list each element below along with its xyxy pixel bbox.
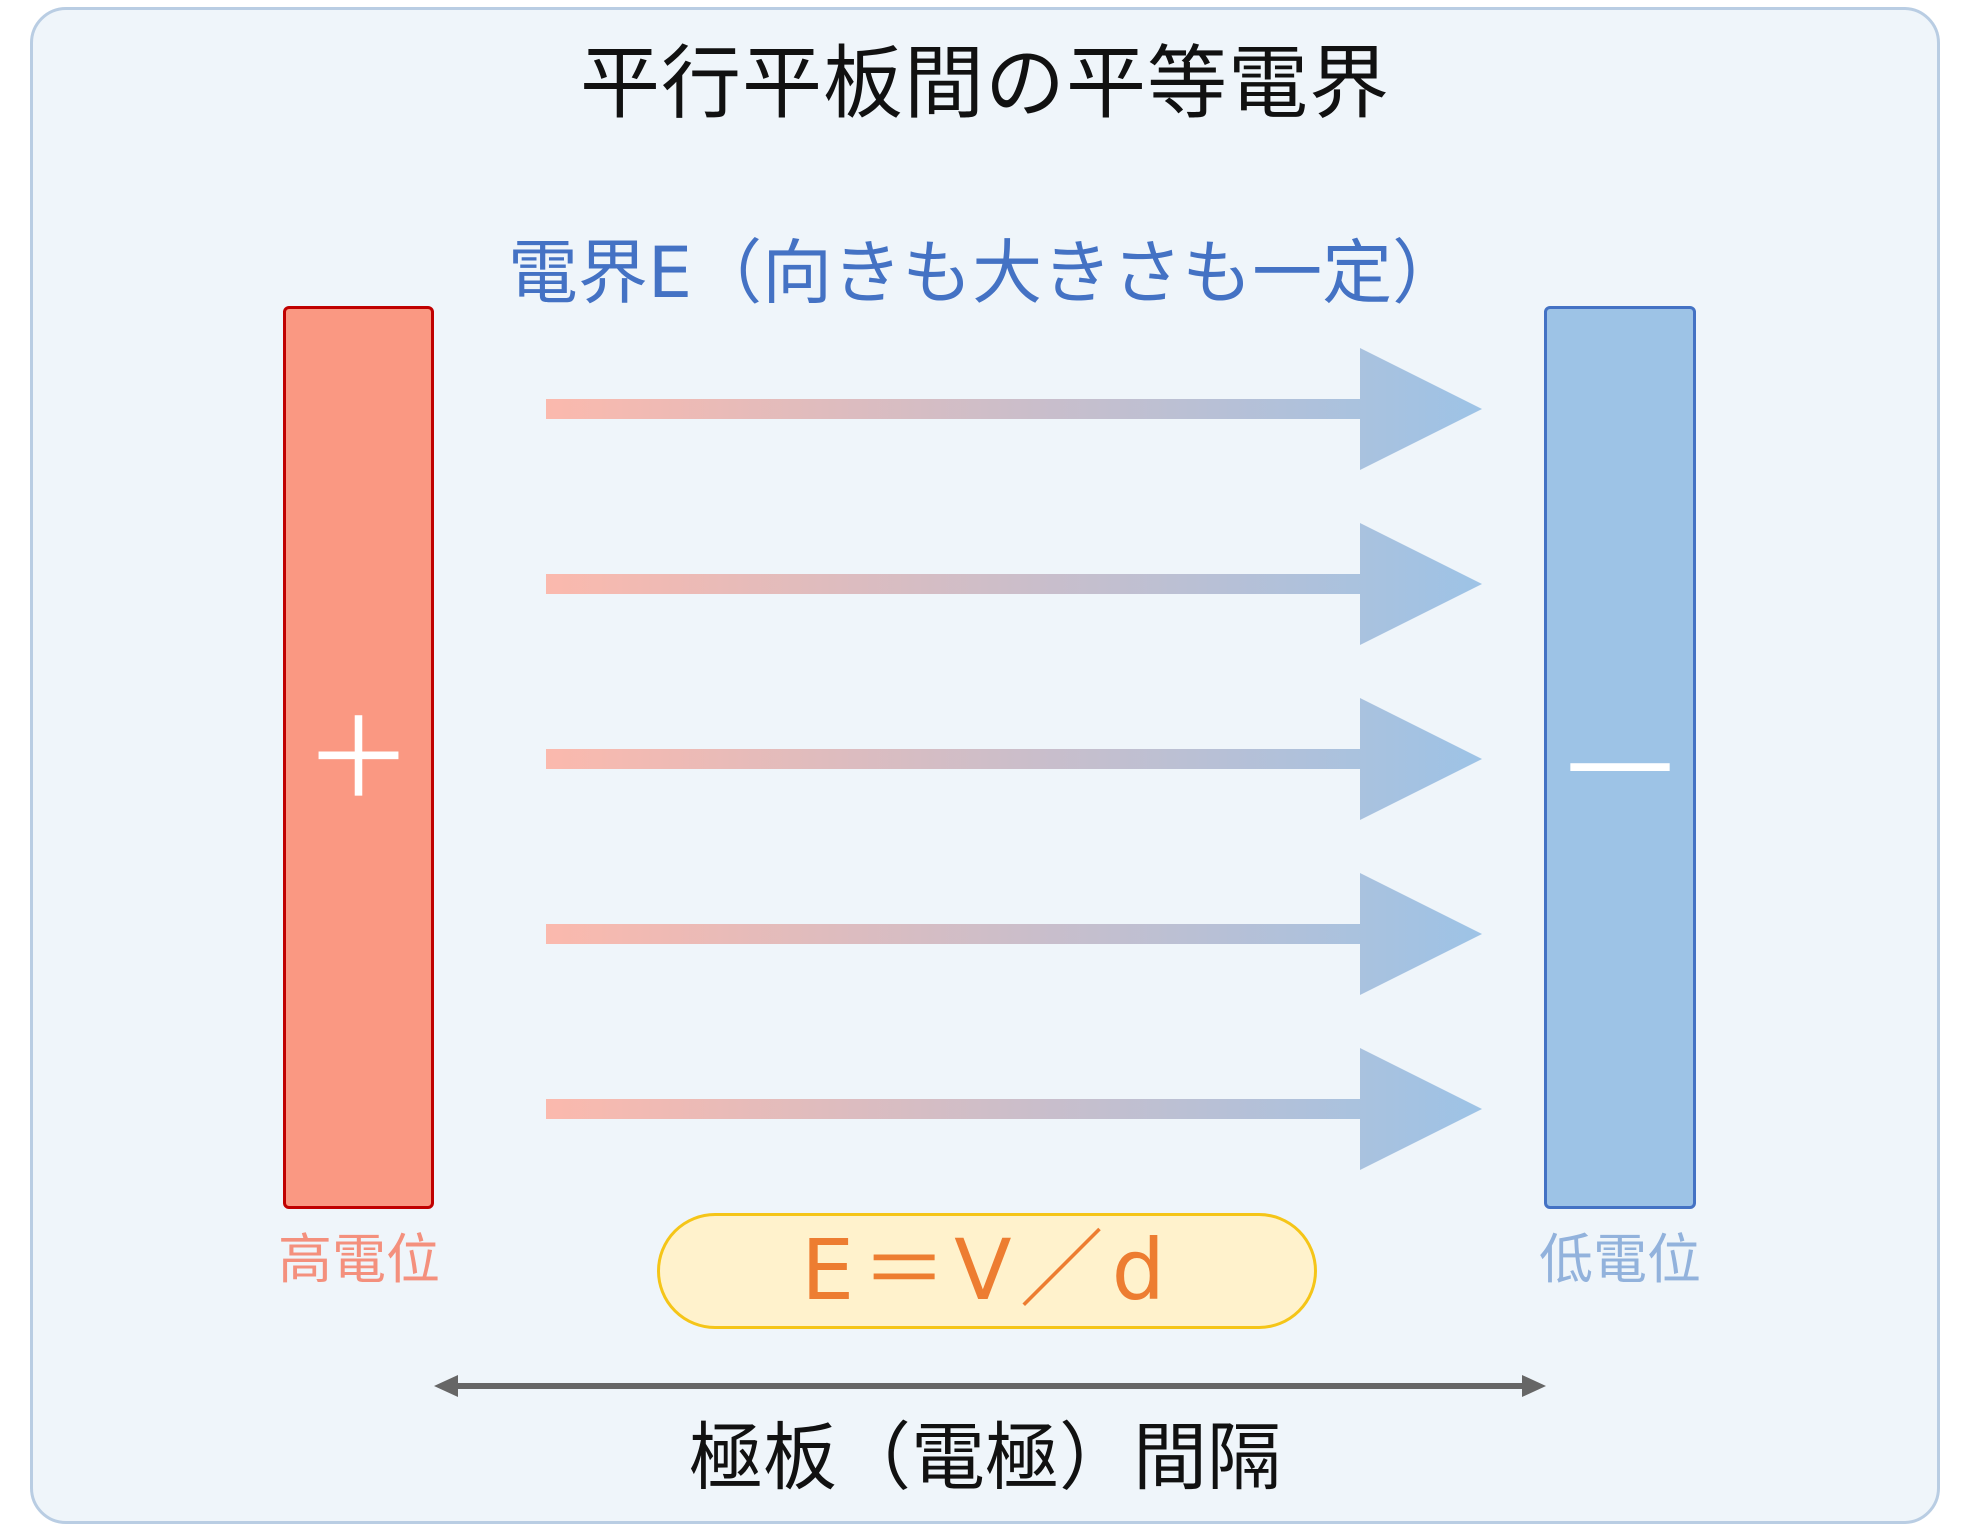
positive-plate: ＋ bbox=[283, 306, 434, 1209]
field-arrow-5 bbox=[546, 1048, 1482, 1170]
field-arrow-2 bbox=[546, 523, 1482, 645]
negative-plate: — bbox=[1544, 306, 1696, 1209]
formula-box: E＝V／d bbox=[657, 1213, 1317, 1329]
diagram-title: 平行平板間の平等電界 bbox=[580, 37, 1390, 130]
low-potential-label: 低電位 bbox=[1539, 1228, 1701, 1291]
field-arrow-3 bbox=[546, 698, 1482, 820]
gap-arrow-right-head bbox=[1522, 1375, 1546, 1397]
field-arrow-4 bbox=[546, 873, 1482, 995]
gap-arrow-left-head bbox=[434, 1375, 458, 1397]
plus-sign: ＋ bbox=[303, 695, 414, 823]
minus-sign: — bbox=[1565, 695, 1675, 823]
electric-field-label: 電界E（向きも大きさも一定） bbox=[507, 232, 1463, 314]
high-potential-label: 高電位 bbox=[278, 1228, 440, 1291]
plate-gap-label: 極板（電極）間隔 bbox=[689, 1415, 1281, 1501]
field-arrow-1 bbox=[546, 348, 1482, 470]
